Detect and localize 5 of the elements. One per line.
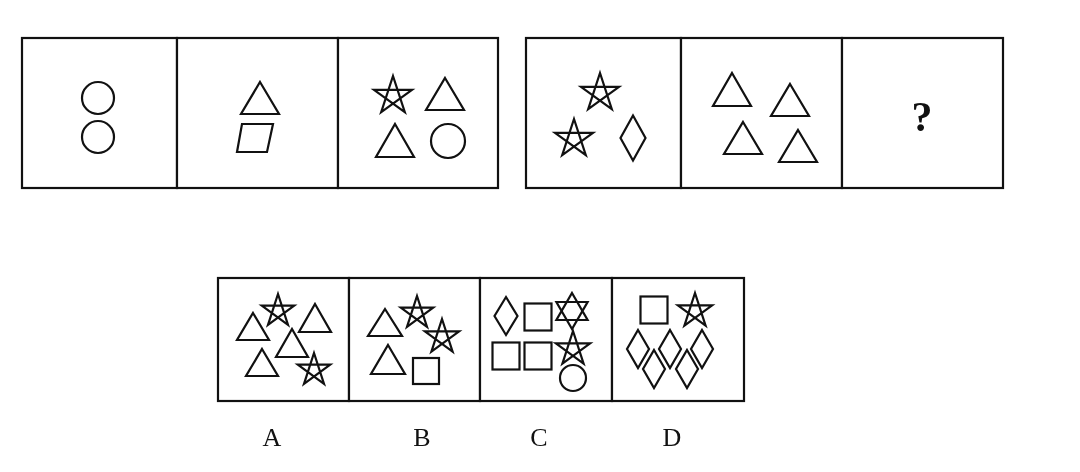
option-letter: B xyxy=(413,425,431,451)
option-letter: C xyxy=(530,425,548,451)
option-letter: D xyxy=(662,425,682,451)
question-mark: ? xyxy=(911,96,933,138)
option-letter: A xyxy=(262,425,282,451)
